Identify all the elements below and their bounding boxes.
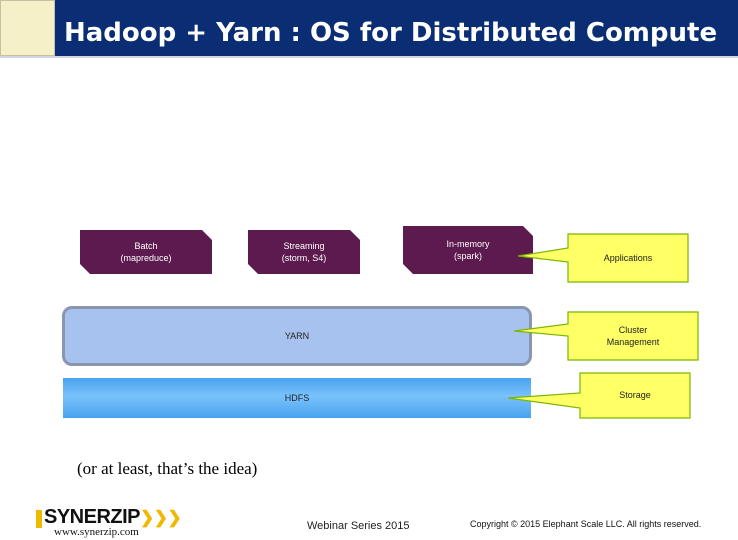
- spark-label: (spark): [453, 251, 482, 261]
- mapreduce-label: (mapreduce): [120, 253, 172, 263]
- batch-label: Batch: [134, 240, 158, 251]
- title-accent-block: [0, 0, 55, 56]
- title-bar: [0, 0, 738, 56]
- synerzip-logo: SYNERZIP❯❯❯ www.synerzip.com: [36, 506, 196, 538]
- in-memory-label: In-memory: [446, 238, 490, 249]
- logo-chevrons-icon: ❯❯❯: [140, 508, 182, 527]
- cluster-label: Cluster: [618, 324, 648, 335]
- management-label: Management: [606, 337, 660, 347]
- hdfs-label: HDFS: [284, 393, 310, 403]
- idea-note: (or at least, that’s the idea): [77, 459, 258, 478]
- logo-accent-bar: [36, 510, 42, 528]
- applications-label: Applications: [603, 252, 653, 263]
- hdfs-layer: HDFS: [63, 378, 531, 418]
- storage-callout-text: Storage: [580, 373, 690, 418]
- storage-label: Storage: [619, 390, 651, 401]
- applications-callout: [517, 233, 689, 283]
- yarn-label: YARN: [284, 331, 310, 341]
- in-memory-box: In-memory (spark): [403, 226, 533, 274]
- footer-series: Webinar Series 2015: [307, 520, 410, 532]
- logo-text: SYNERZIP: [44, 506, 141, 528]
- cluster-management-callout: [513, 311, 699, 361]
- storm-s4-label: (storm, S4): [281, 253, 327, 263]
- batch-mapreduce-box: Batch (mapreduce): [80, 230, 212, 274]
- applications-callout-text: Applications: [568, 234, 688, 282]
- footer-copyright: Copyright © 2015 Elephant Scale LLC. All…: [470, 519, 702, 529]
- logo-url: www.synerzip.com: [54, 526, 139, 538]
- storage-callout: [507, 372, 691, 419]
- slide-title: Hadoop + Yarn : OS for Distributed Compu…: [64, 18, 718, 48]
- streaming-label: Streaming: [283, 240, 325, 251]
- streaming-box: Streaming (storm, S4): [248, 230, 360, 274]
- logo-wordmark: SYNERZIP❯❯❯: [44, 506, 182, 529]
- yarn-layer: YARN: [62, 306, 532, 366]
- cluster-management-callout-text: Cluster Management: [568, 312, 698, 360]
- title-divider: [0, 56, 738, 58]
